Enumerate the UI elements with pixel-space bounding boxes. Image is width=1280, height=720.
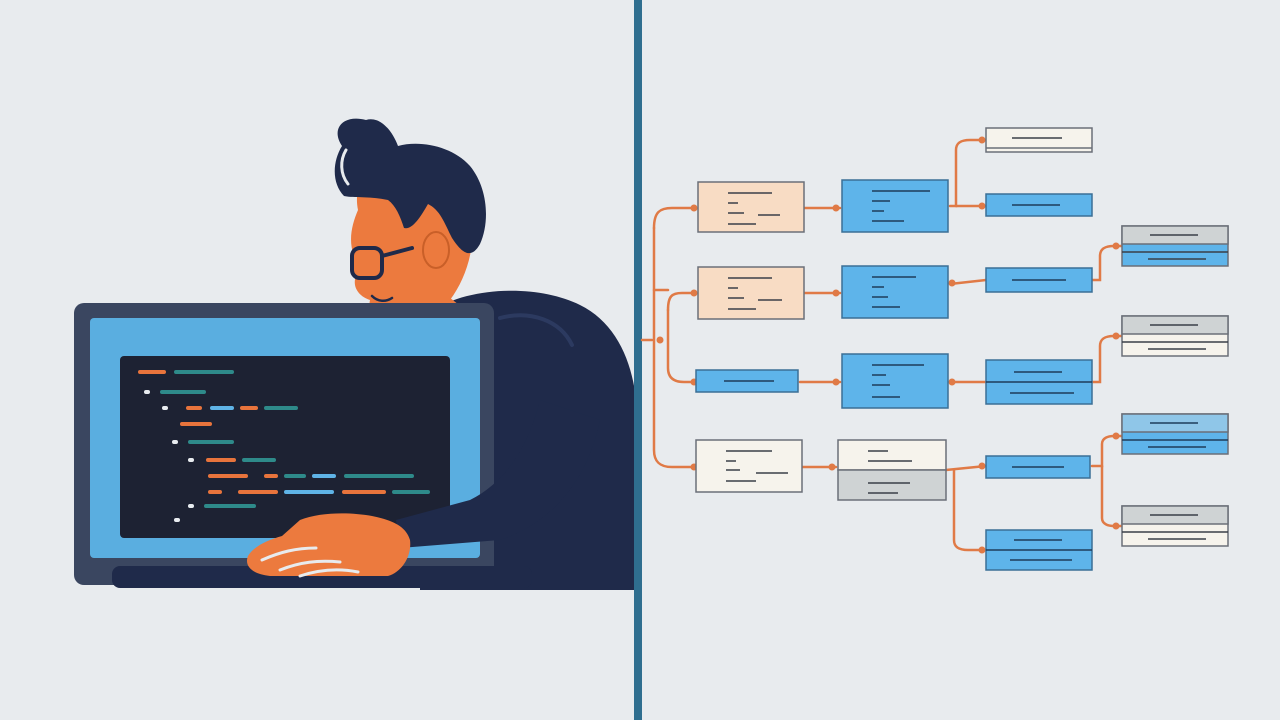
laptop-base bbox=[112, 566, 532, 588]
developer-hand bbox=[246, 513, 411, 576]
code-lines bbox=[138, 370, 430, 522]
developer-mouth bbox=[370, 294, 394, 302]
node-box bbox=[697, 266, 805, 320]
connector-dot bbox=[690, 289, 698, 297]
flow-node bbox=[841, 353, 949, 409]
node-box bbox=[837, 439, 947, 471]
connector-dot bbox=[690, 204, 698, 212]
node-text-lines bbox=[872, 276, 916, 308]
flow-node bbox=[985, 193, 1093, 217]
node-text-lines bbox=[872, 364, 924, 398]
connector-dot bbox=[978, 546, 986, 554]
developer-hair bbox=[334, 118, 486, 254]
connector-dot bbox=[1112, 332, 1120, 340]
developer-illustration bbox=[74, 118, 636, 590]
connector bbox=[1100, 464, 1124, 528]
connector bbox=[1090, 334, 1124, 384]
flow-node bbox=[985, 455, 1091, 479]
node-box bbox=[841, 353, 949, 409]
node-box bbox=[841, 265, 949, 319]
flow-node bbox=[697, 266, 805, 320]
developer-arm bbox=[396, 400, 600, 548]
hair-highlight bbox=[340, 148, 350, 186]
connector-dots bbox=[656, 136, 1120, 554]
connector bbox=[1090, 244, 1124, 282]
node-text-lines bbox=[1122, 324, 1228, 350]
connector bbox=[666, 308, 696, 384]
flow-node bbox=[1121, 225, 1229, 267]
flow-node bbox=[985, 359, 1093, 405]
flow-node bbox=[695, 369, 799, 393]
flow-node bbox=[985, 127, 1093, 153]
sweater-fold bbox=[498, 313, 574, 347]
node-text-lines bbox=[728, 277, 782, 310]
connector bbox=[666, 291, 696, 312]
connector bbox=[952, 468, 988, 552]
connector-dot bbox=[656, 336, 664, 344]
flowchart bbox=[640, 127, 1229, 571]
flow-node bbox=[841, 265, 949, 319]
connector-dot bbox=[978, 136, 986, 144]
panel-divider bbox=[634, 0, 642, 720]
connector-dot bbox=[828, 463, 836, 471]
connector-dot bbox=[832, 378, 840, 386]
flow-node bbox=[841, 179, 949, 233]
connector-dot bbox=[978, 202, 986, 210]
developer-ear bbox=[422, 231, 450, 269]
flow-node bbox=[1121, 505, 1229, 547]
connector-dot bbox=[948, 378, 956, 386]
node-text-lines bbox=[728, 192, 780, 225]
connector-dot bbox=[1112, 242, 1120, 250]
node-box bbox=[841, 179, 949, 233]
connector-dot bbox=[832, 289, 840, 297]
node-text-lines bbox=[986, 539, 1092, 561]
flow-node bbox=[837, 439, 947, 501]
node-box-lower bbox=[837, 469, 947, 501]
connector-dot bbox=[948, 279, 956, 287]
node-text-lines bbox=[1122, 234, 1228, 260]
connector bbox=[948, 138, 988, 208]
connector-dot bbox=[1112, 432, 1120, 440]
node-text-lines bbox=[1122, 514, 1228, 540]
flow-node bbox=[985, 529, 1093, 571]
flow-node bbox=[695, 439, 803, 493]
connector bbox=[652, 206, 696, 230]
connector bbox=[1090, 434, 1124, 468]
connector-dot bbox=[832, 204, 840, 212]
node-box bbox=[695, 439, 803, 493]
connector bbox=[948, 278, 988, 286]
finger-lines bbox=[260, 546, 360, 578]
node-text-lines bbox=[986, 371, 1092, 394]
node-text-lines bbox=[726, 450, 788, 482]
connector-dot bbox=[1112, 522, 1120, 530]
flow-node bbox=[697, 181, 805, 233]
flow-node bbox=[1121, 315, 1229, 357]
node-text-lines bbox=[1122, 422, 1228, 448]
node-text-lines bbox=[868, 450, 912, 494]
flow-node bbox=[1121, 413, 1229, 455]
code-panel bbox=[120, 356, 450, 538]
node-text-lines bbox=[872, 190, 930, 222]
connector bbox=[652, 226, 696, 469]
glasses-icon bbox=[350, 246, 384, 280]
flow-node bbox=[985, 267, 1093, 293]
connector-dot bbox=[978, 462, 986, 470]
glasses-arm bbox=[380, 246, 414, 258]
